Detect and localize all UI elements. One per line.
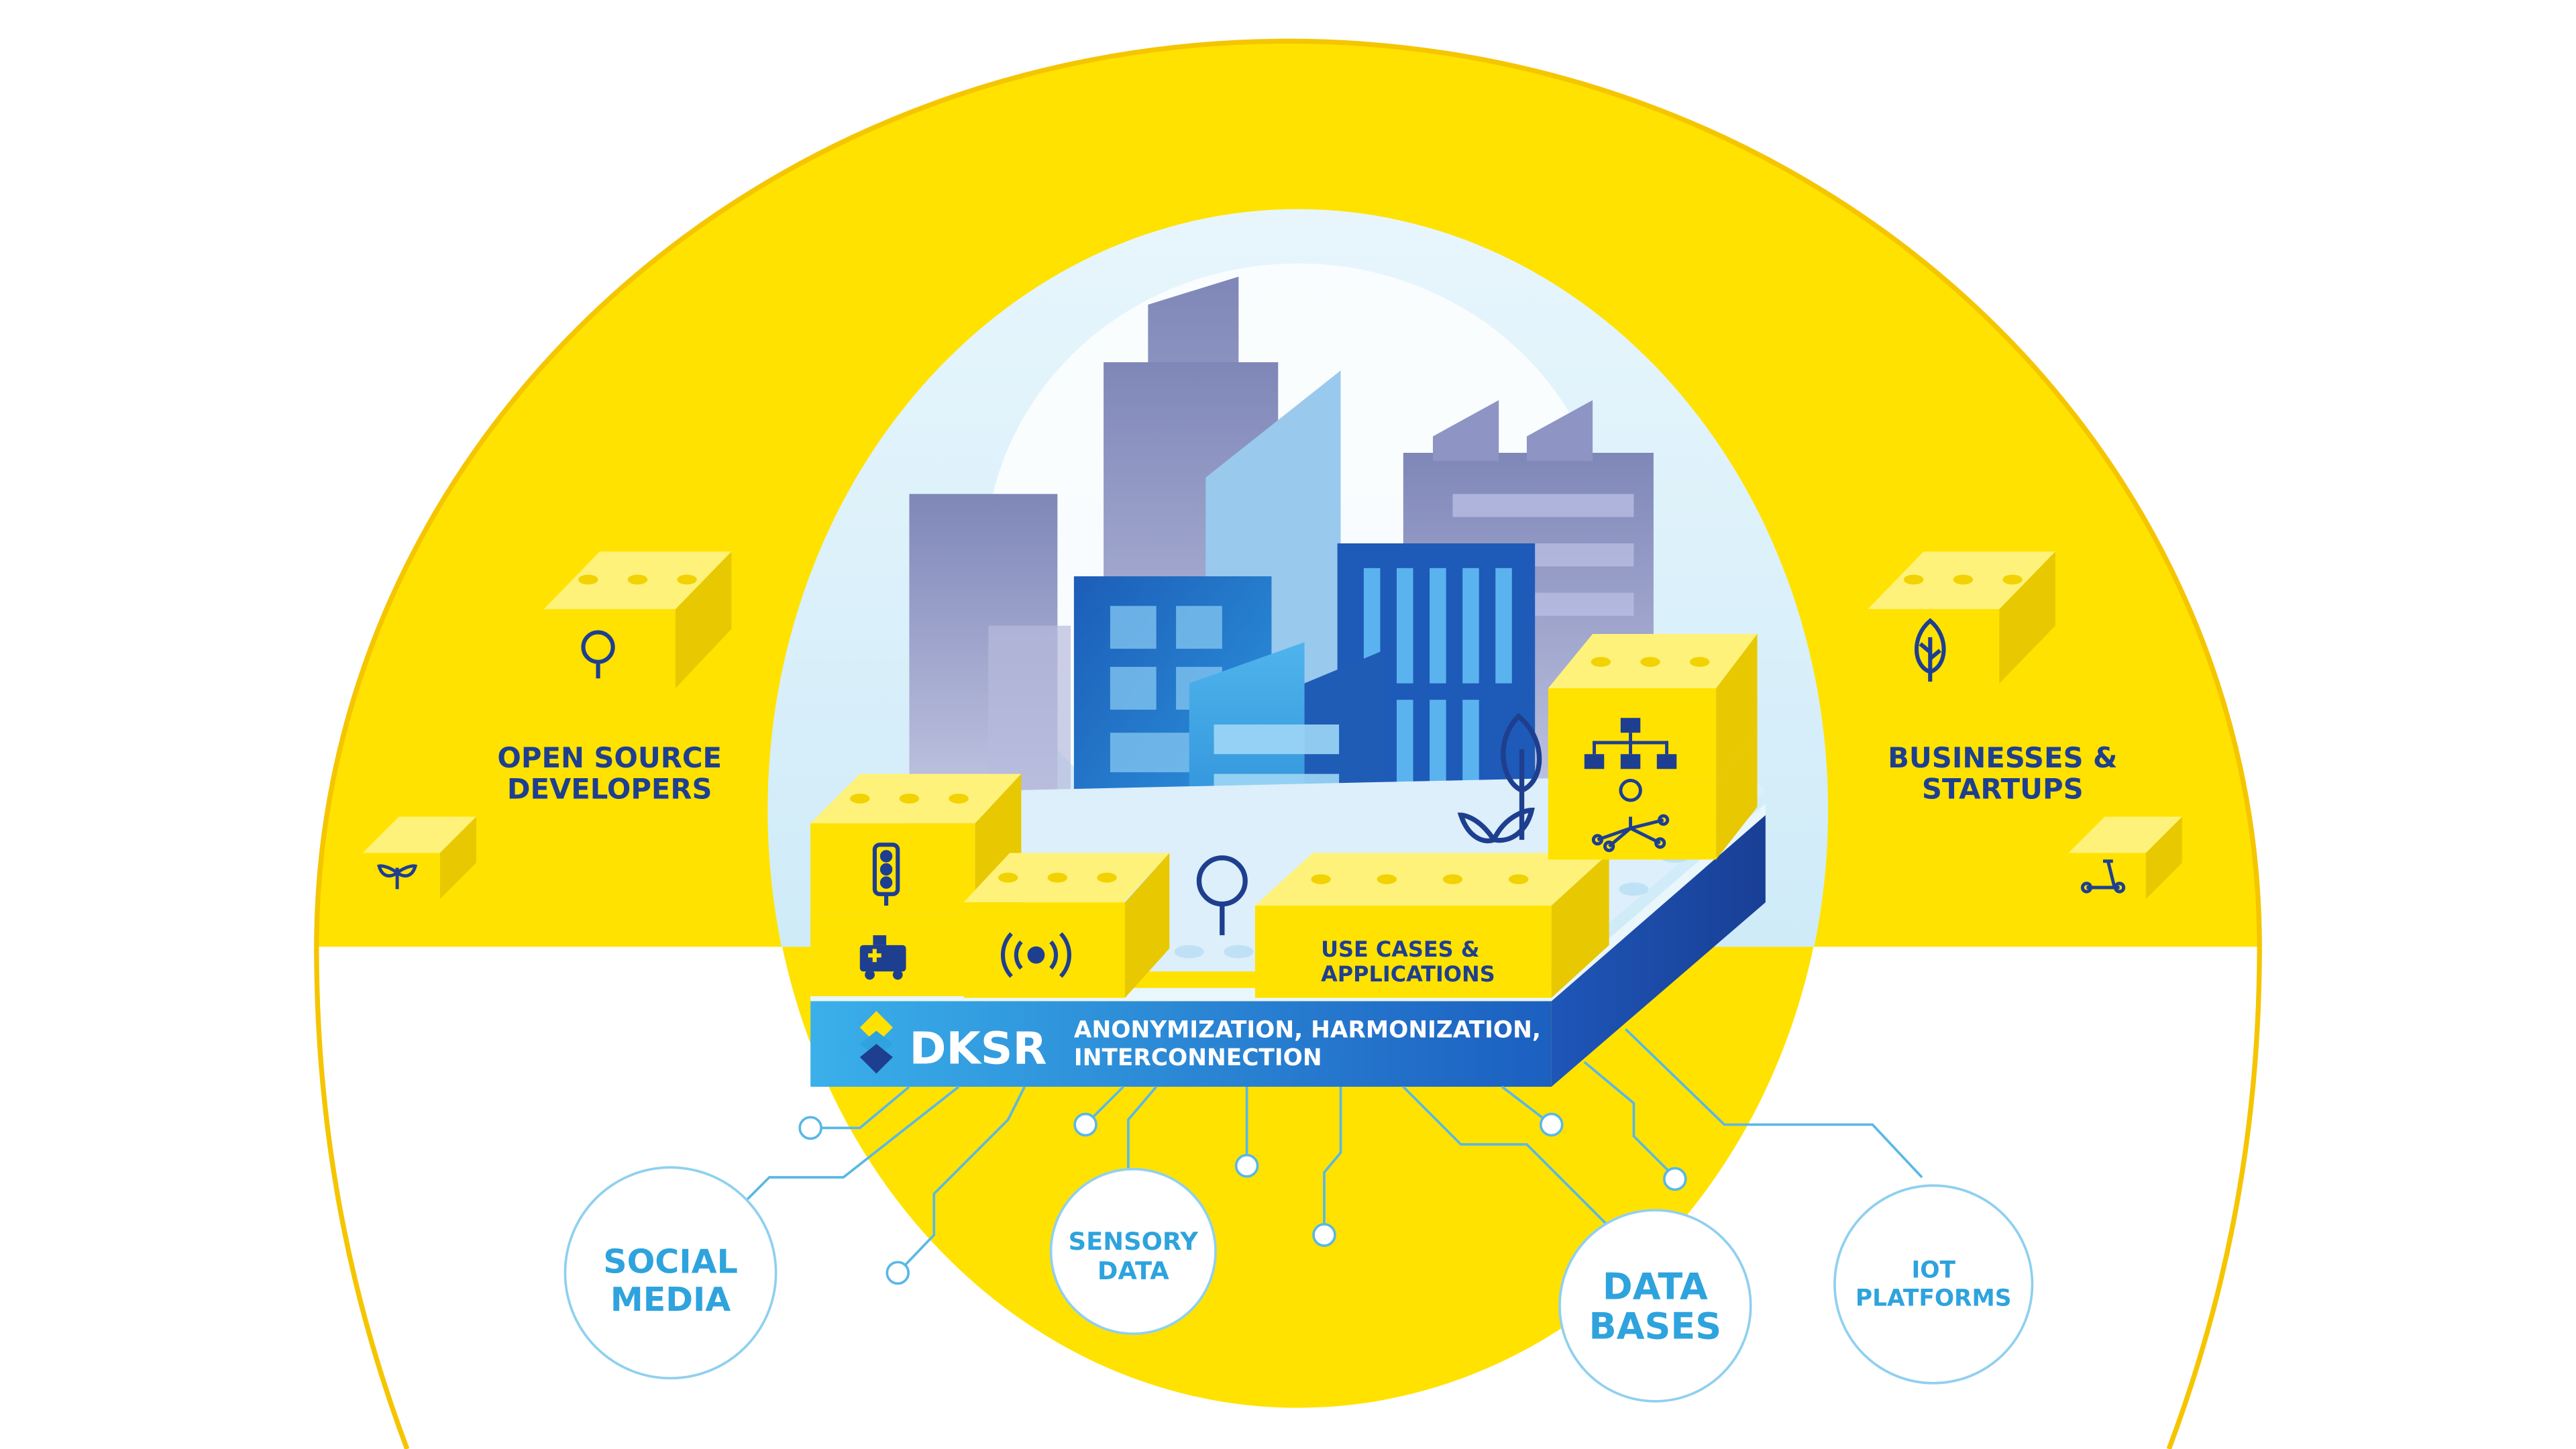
scooter-icon [2080,859,2126,894]
source-sensory-line1: SENSORY [1069,1227,1199,1256]
tree-icon [581,630,615,679]
lego-block-small-left [362,816,476,900]
sprout-icon [377,864,418,890]
use-cases-label-line1: USE CASES & [1321,936,1479,962]
use-cases-label-line2: APPLICATIONS [1321,961,1495,987]
businesses-label-line1: BUSINESSES & [1888,741,2117,774]
platform-label-line2: INTERCONNECTION [1074,1044,1322,1071]
open-source-label-line2: DEVELOPERS [507,772,712,805]
dksr-logo-icon [859,1011,893,1074]
source-iot-line1: IOT [1911,1257,1955,1284]
signal-icon [1001,932,1071,978]
lego-block-businesses [1868,551,2055,684]
lego-block-small-right [2068,816,2182,900]
leaf-tree-icon [1914,618,1946,682]
lego-block-open-source [543,551,732,688]
tree-icon [1196,855,1248,936]
ambulance-icon [859,935,906,980]
source-social-line1: SOCIAL [603,1242,738,1281]
plant-icon [1457,712,1542,844]
location-network-icon [1591,779,1670,853]
source-iot-line2: PLATFORMS [1856,1285,2012,1311]
source-social-line2: MEDIA [610,1280,731,1319]
hierarchy-icon [1584,718,1677,769]
source-circles [564,1166,2034,1403]
platform-label-line1: ANONYMIZATION, HARMONIZATION, [1074,1016,1541,1043]
businesses-label-line2: STARTUPS [1922,772,2084,805]
source-databases-line1: DATA [1603,1266,1708,1308]
circuit-lines [727,1028,1923,1285]
traffic-light-icon [872,843,900,906]
arc-lower-outline [314,947,2262,1449]
source-databases-line2: BASES [1589,1305,1722,1348]
dksr-brand-text: DKSR [909,1022,1046,1075]
source-sensory-line2: DATA [1097,1256,1169,1285]
open-source-label-line1: OPEN SOURCE [497,741,722,774]
